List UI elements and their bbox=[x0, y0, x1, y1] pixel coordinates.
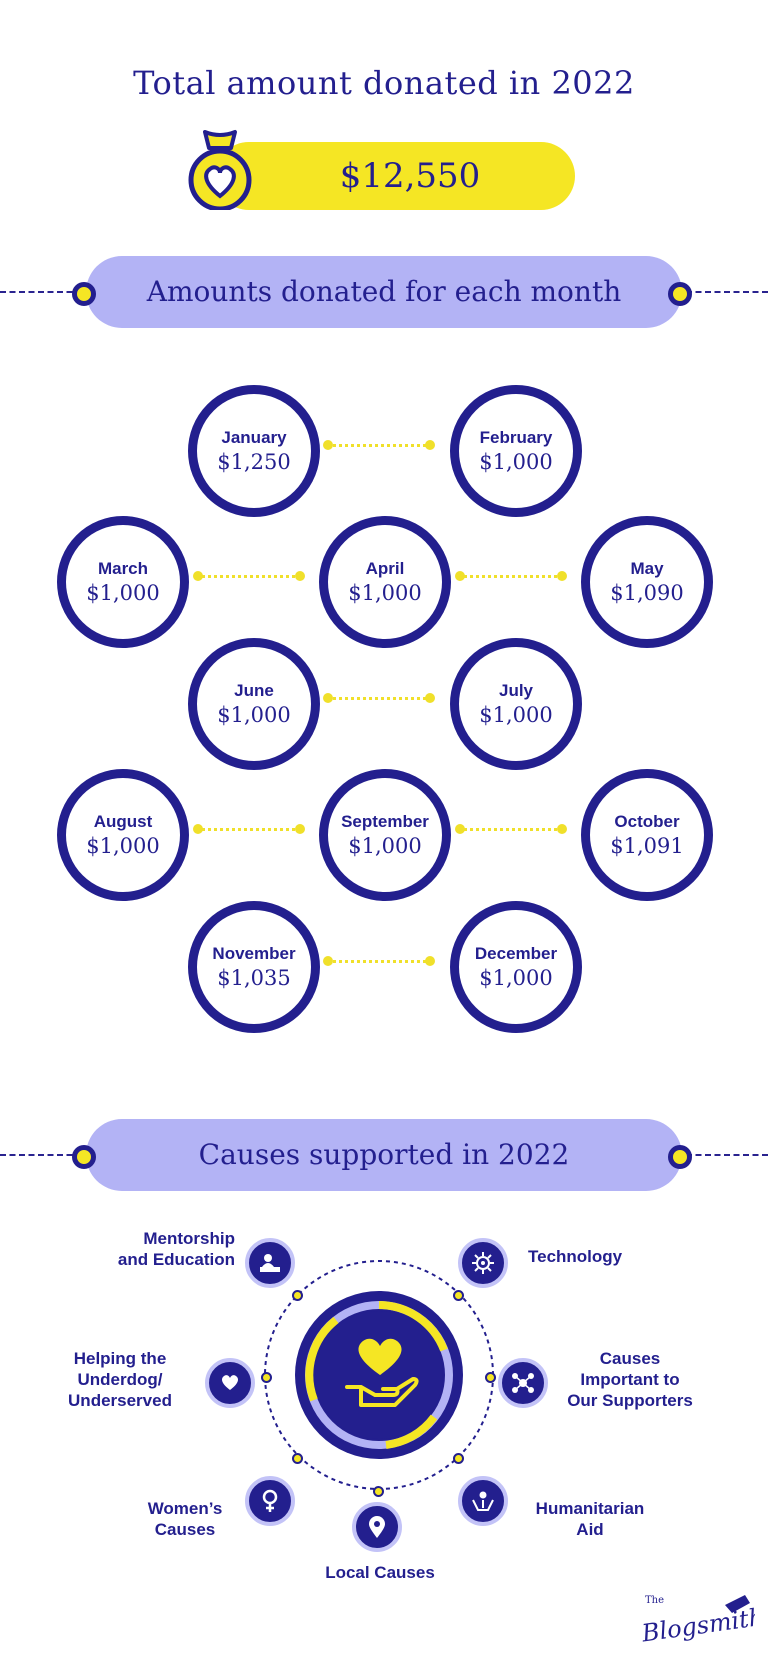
month-march: March $1,000 bbox=[57, 516, 189, 648]
total-amount-pill bbox=[215, 142, 575, 210]
connector-dot bbox=[425, 956, 435, 966]
connector-dot bbox=[425, 440, 435, 450]
month-name: April bbox=[365, 559, 405, 578]
section-node-left bbox=[72, 1145, 96, 1169]
month-june: June $1,000 bbox=[188, 638, 320, 770]
cause-label-technology: Technology bbox=[528, 1247, 623, 1266]
connector-dot bbox=[455, 824, 465, 834]
month-amount: $1,035 bbox=[217, 966, 291, 990]
connector-dot bbox=[295, 571, 305, 581]
ring-dot bbox=[292, 1453, 303, 1464]
month-amount: $1,000 bbox=[217, 703, 291, 727]
months-section-pill bbox=[86, 256, 682, 328]
connector-dot bbox=[193, 824, 203, 834]
divider-right bbox=[686, 1154, 768, 1156]
connector-dot bbox=[323, 440, 333, 450]
month-december: December $1,000 bbox=[450, 901, 582, 1033]
cause-label-underdog: Helping the Underdog/ Underserved bbox=[68, 1349, 172, 1410]
section-node-left bbox=[72, 282, 96, 306]
month-amount: $1,090 bbox=[610, 581, 684, 605]
month-name: May bbox=[630, 559, 664, 578]
month-july: July $1,000 bbox=[450, 638, 582, 770]
month-name: December bbox=[474, 944, 558, 963]
month-name: July bbox=[498, 681, 534, 700]
section-node-right bbox=[668, 1145, 692, 1169]
month-august: August $1,000 bbox=[57, 769, 189, 901]
month-name: October bbox=[614, 812, 680, 831]
heart-hands-icon bbox=[205, 1358, 255, 1408]
month-amount: $1,000 bbox=[479, 966, 553, 990]
helping-hands-icon bbox=[458, 1476, 508, 1526]
month-amount: $1,000 bbox=[348, 581, 422, 605]
month-name: January bbox=[221, 428, 287, 447]
month-name: June bbox=[234, 681, 274, 700]
ring-dot bbox=[453, 1453, 464, 1464]
month-connector bbox=[457, 575, 563, 578]
female-symbol-icon bbox=[245, 1476, 295, 1526]
connector-dot bbox=[193, 571, 203, 581]
month-september: September $1,000 bbox=[319, 769, 451, 901]
cause-label-humanitarian: Humanitarian Aid bbox=[535, 1499, 645, 1539]
month-amount: $1,000 bbox=[86, 581, 160, 605]
cause-label-womens: Women’s Causes bbox=[147, 1499, 223, 1539]
connector-dot bbox=[295, 824, 305, 834]
technology-icon bbox=[458, 1238, 508, 1288]
month-connector bbox=[326, 960, 432, 963]
causes-hub bbox=[264, 1260, 494, 1490]
cause-label-local: Local Causes bbox=[325, 1563, 435, 1582]
heart-in-hand-icon bbox=[345, 1338, 419, 1407]
month-connector bbox=[326, 697, 432, 700]
ring-dot bbox=[261, 1372, 272, 1383]
connector-dot bbox=[323, 693, 333, 703]
network-icon bbox=[498, 1358, 548, 1408]
location-pin-icon bbox=[352, 1502, 402, 1552]
month-connector bbox=[457, 828, 563, 831]
month-name: November bbox=[212, 944, 296, 963]
divider-left bbox=[0, 1154, 82, 1156]
connector-dot bbox=[323, 956, 333, 966]
month-connector bbox=[326, 444, 432, 447]
svg-text:The: The bbox=[645, 1595, 664, 1606]
month-connector bbox=[195, 575, 301, 578]
month-name: August bbox=[93, 812, 153, 831]
ring-dot bbox=[485, 1372, 496, 1383]
months-section-title: Amounts donated for each month bbox=[146, 275, 622, 308]
section-node-right bbox=[668, 282, 692, 306]
month-february: February $1,000 bbox=[450, 385, 582, 517]
month-connector bbox=[195, 828, 301, 831]
divider-left bbox=[0, 291, 82, 293]
month-name: March bbox=[97, 559, 149, 578]
month-name: September bbox=[341, 812, 429, 831]
connector-dot bbox=[557, 571, 567, 581]
causes-section-pill bbox=[86, 1119, 682, 1191]
blogsmith-logo: The Blogsmith bbox=[640, 1595, 755, 1648]
education-icon bbox=[245, 1238, 295, 1288]
ring-dot bbox=[292, 1290, 303, 1301]
divider-right bbox=[686, 291, 768, 293]
page-title: Total amount donated in 2022 bbox=[133, 64, 635, 102]
total-amount-value: $12,550 bbox=[339, 156, 481, 196]
month-amount: $1,091 bbox=[610, 834, 684, 858]
month-amount: $1,000 bbox=[479, 450, 553, 474]
connector-dot bbox=[425, 693, 435, 703]
ring-dot bbox=[453, 1290, 464, 1301]
month-october: October $1,091 bbox=[581, 769, 713, 901]
month-amount: $1,000 bbox=[86, 834, 160, 858]
ring-dot bbox=[373, 1486, 384, 1497]
cause-label-mentorship: Mentorship and Education bbox=[117, 1229, 235, 1269]
month-name: February bbox=[479, 428, 553, 447]
connector-dot bbox=[455, 571, 465, 581]
month-january: January $1,250 bbox=[188, 385, 320, 517]
causes-section-title: Causes supported in 2022 bbox=[198, 1138, 570, 1171]
month-amount: $1,250 bbox=[217, 450, 291, 474]
month-amount: $1,000 bbox=[348, 834, 422, 858]
connector-dot bbox=[557, 824, 567, 834]
cause-label-supporters: Causes Important to Our Supporters bbox=[567, 1349, 693, 1410]
month-may: May $1,090 bbox=[581, 516, 713, 648]
money-bag-icon bbox=[188, 130, 252, 210]
month-april: April $1,000 bbox=[319, 516, 451, 648]
month-november: November $1,035 bbox=[188, 901, 320, 1033]
month-amount: $1,000 bbox=[479, 703, 553, 727]
